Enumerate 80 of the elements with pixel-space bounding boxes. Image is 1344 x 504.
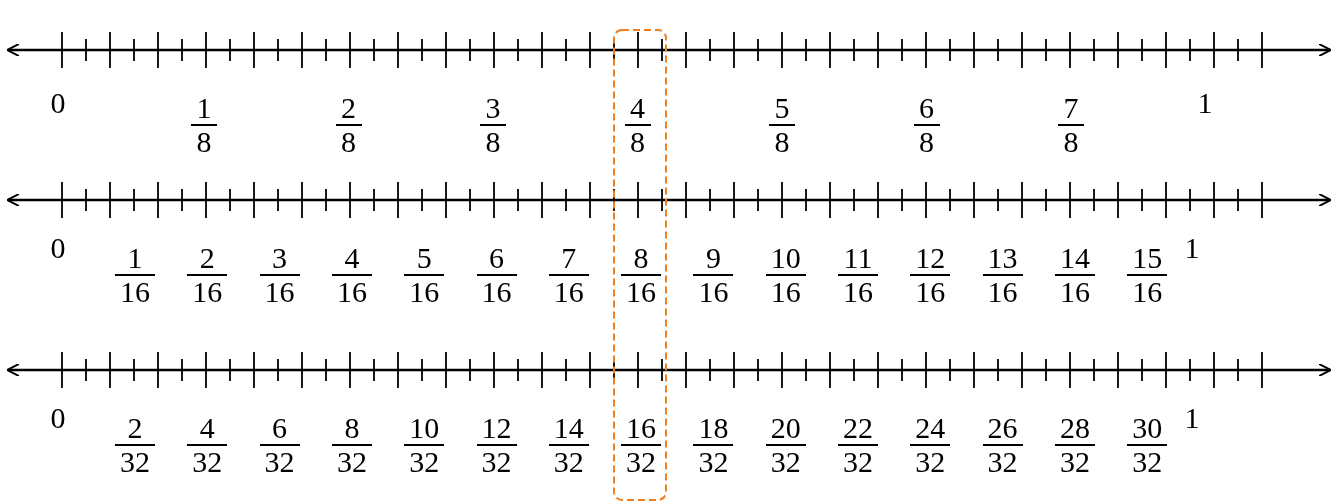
numerator: 2 [341, 93, 356, 123]
numerator: 14 [1059, 243, 1090, 273]
denominator: 8 [196, 127, 212, 157]
denominator: 32 [481, 447, 512, 477]
numerator: 1 [196, 93, 212, 123]
denominator: 32 [626, 447, 657, 477]
denominator: 16 [553, 277, 584, 307]
numerator: 15 [1132, 243, 1163, 273]
denominator: 8 [485, 127, 501, 157]
denominator: 8 [630, 127, 645, 157]
numerator: 30 [1132, 413, 1163, 443]
denominator: 16 [120, 277, 150, 307]
denominator: 32 [915, 447, 946, 477]
denominator: 16 [481, 277, 512, 307]
numerator: 3 [485, 93, 501, 123]
denominator: 16 [915, 277, 946, 307]
denominator: 16 [1059, 277, 1090, 307]
number-label: 0 [50, 88, 66, 118]
numerator: 28 [1059, 413, 1090, 443]
numerator: 22 [843, 413, 873, 443]
denominator: 16 [409, 277, 440, 307]
denominator: 16 [843, 277, 873, 307]
numerator: 12 [481, 413, 512, 443]
numerator: 14 [553, 413, 584, 443]
numerator: 5 [774, 93, 790, 123]
denominator: 16 [264, 277, 295, 307]
number-label: 1 [1184, 403, 1200, 433]
numerator: 18 [698, 413, 729, 443]
denominator: 16 [1132, 277, 1163, 307]
numerator: 3 [272, 243, 288, 273]
denominator: 16 [336, 277, 367, 307]
numerator: 10 [409, 413, 440, 443]
denominator: 16 [770, 277, 801, 307]
numerator: 6 [272, 413, 288, 443]
numerator: 5 [416, 243, 432, 273]
numerator: 16 [626, 413, 657, 443]
numerator: 20 [770, 413, 801, 443]
denominator: 16 [987, 277, 1018, 307]
numerator: 10 [770, 243, 801, 273]
denominator: 8 [919, 127, 934, 157]
denominator: 32 [770, 447, 801, 477]
numerator: 4 [344, 243, 360, 273]
denominator: 32 [192, 447, 223, 477]
denominator: 32 [1132, 447, 1163, 477]
numerator: 8 [344, 413, 360, 443]
denominator: 16 [698, 277, 729, 307]
numerator: 7 [561, 243, 577, 273]
numerator: 6 [489, 243, 504, 273]
numerator: 2 [127, 413, 143, 443]
numerator: 26 [987, 413, 1018, 443]
denominator: 32 [336, 447, 367, 477]
numerator: 12 [915, 243, 946, 273]
denominator: 32 [987, 447, 1018, 477]
numerator: 11 [843, 243, 873, 273]
numerator: 13 [987, 243, 1018, 273]
denominator: 16 [626, 277, 657, 307]
denominator: 8 [1063, 127, 1079, 157]
numerator: 4 [199, 413, 215, 443]
number-label: 0 [50, 233, 66, 263]
denominator: 32 [698, 447, 729, 477]
number-label: 1 [1197, 88, 1213, 118]
denominator: 32 [843, 447, 873, 477]
numerator: 4 [630, 93, 645, 123]
denominator: 32 [264, 447, 295, 477]
numerator: 24 [915, 413, 946, 443]
denominator: 32 [1059, 447, 1090, 477]
denominator: 32 [409, 447, 440, 477]
numerator: 6 [919, 93, 934, 123]
denominator: 32 [120, 447, 150, 477]
numerator: 9 [705, 243, 721, 273]
denominator: 8 [774, 127, 790, 157]
numerator: 1 [127, 243, 143, 273]
denominator: 32 [553, 447, 584, 477]
number-label: 1 [1184, 233, 1200, 263]
denominator: 16 [192, 277, 223, 307]
numerator: 2 [199, 243, 215, 273]
denominator: 8 [341, 127, 356, 157]
number-label: 0 [50, 403, 66, 433]
numerator: 8 [633, 243, 649, 273]
numerator: 7 [1063, 93, 1079, 123]
